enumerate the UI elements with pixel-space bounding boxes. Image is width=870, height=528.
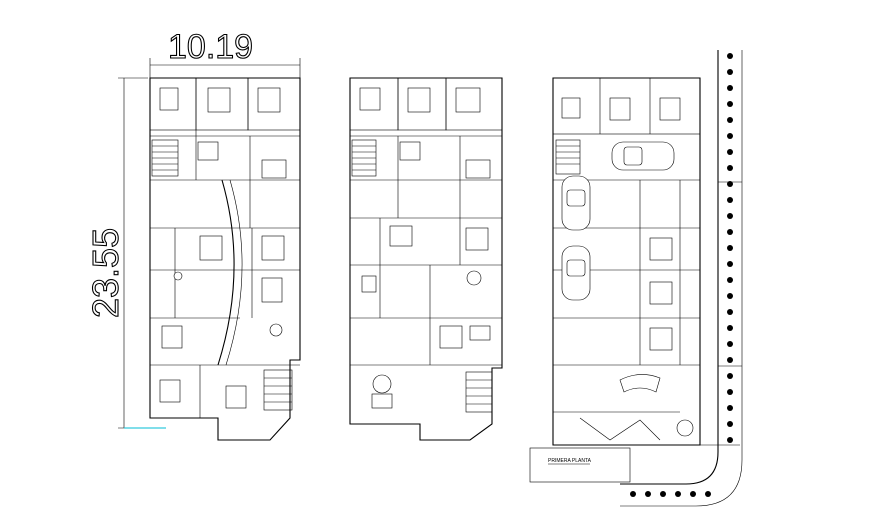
street-trees [630, 53, 733, 497]
tree-icon [727, 325, 733, 331]
floor-plan-1 [149, 77, 301, 441]
tree-icon [690, 491, 696, 497]
tree-icon [727, 245, 733, 251]
tree-icon [727, 293, 733, 299]
tree-icon [705, 491, 711, 497]
tree-icon [727, 389, 733, 395]
tree-icon [727, 261, 733, 267]
plan-3-caption: PRIMERA PLANTA [548, 458, 592, 464]
tree-icon [727, 421, 733, 427]
tree-icon [727, 69, 733, 75]
tree-icon [727, 181, 733, 187]
tree-icon [727, 229, 733, 235]
tree-icon [727, 309, 733, 315]
car-icon [561, 245, 591, 301]
floor-plan-2 [349, 77, 503, 441]
tree-icon [727, 373, 733, 379]
height-dimension: 23.55 [84, 77, 166, 429]
tree-icon [727, 85, 733, 91]
tree-icon [675, 491, 681, 497]
tree-icon [727, 213, 733, 219]
tree-icon [727, 53, 733, 59]
width-dimension-label: 10.19 [168, 28, 253, 66]
car-icon [561, 175, 591, 231]
tree-icon [727, 165, 733, 171]
tree-icon [727, 101, 733, 107]
tree-icon [660, 491, 666, 497]
tree-icon [630, 491, 636, 497]
tree-icon [727, 197, 733, 203]
tree-icon [645, 491, 651, 497]
tree-icon [727, 277, 733, 283]
tree-icon [727, 437, 733, 443]
width-dimension: 10.19 [149, 27, 301, 78]
height-dimension-label: 23.55 [85, 228, 126, 318]
tree-icon [727, 149, 733, 155]
tree-icon [727, 357, 733, 363]
tree-icon [727, 405, 733, 411]
car-icon [611, 141, 675, 171]
tree-icon [727, 117, 733, 123]
tree-icon [727, 133, 733, 139]
tree-icon [727, 341, 733, 347]
floor-plan-3: PRIMERA PLANTA [529, 50, 743, 507]
